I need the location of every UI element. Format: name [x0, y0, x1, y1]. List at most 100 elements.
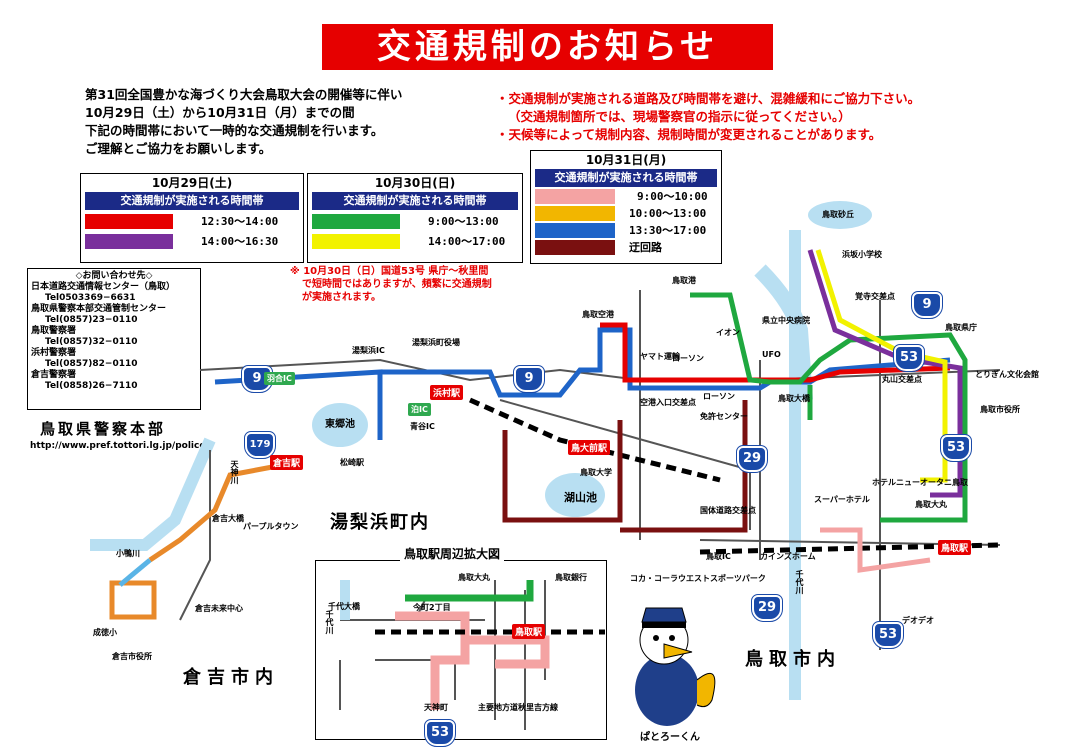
place-label: 成徳小	[93, 628, 117, 637]
place-label: 鳥取銀行	[555, 573, 587, 582]
river-label: 千代川	[795, 570, 804, 594]
place-label: 覚寺交差点	[855, 292, 895, 301]
route-pink	[820, 527, 931, 573]
legend-swatch	[535, 205, 615, 221]
contact-box: ◇お問い合わせ先◇ 日本道路交通情報センター（鳥取） Tel0503369−66…	[27, 268, 201, 410]
river	[90, 437, 216, 551]
legend-date: 10月31日(月)	[585, 153, 667, 167]
place-label: ローソン	[703, 392, 735, 401]
legend-swatch	[312, 213, 400, 229]
legend-swatch	[312, 233, 400, 249]
legend-time: 9:00〜10:00	[637, 190, 708, 203]
place-label: 倉吉未来中心	[195, 604, 243, 613]
contact-phone: Tel(0857)32−0110	[45, 337, 138, 347]
notice-line: （交通規制箇所では、現場警察官の指示に従ってください。）	[508, 109, 851, 124]
legend-time: 12:30〜14:00	[201, 215, 279, 228]
place-label: 鳥取市役所	[980, 405, 1020, 414]
inset-map	[339, 580, 605, 730]
contact-phone: Tel(0857)23−0110	[45, 315, 138, 325]
lake-togo	[312, 403, 368, 447]
mascot-name: ぱとろーくん	[640, 732, 700, 743]
place-label: 倉吉大橋	[212, 514, 244, 523]
station-label: 鳥大前駅	[568, 440, 611, 455]
dune	[808, 201, 872, 229]
route-shield: 53	[940, 434, 972, 462]
legend-oct29: 10月29日(土) 交通規制が実施される時間帯 12:30〜14:00 14:0…	[80, 173, 304, 263]
place-label: 湖山池	[564, 491, 597, 504]
route-orange	[148, 462, 284, 563]
place-label: 湯梨浜IC	[352, 346, 385, 355]
notice-text: ・交通規制が実施される道路及び時間帯を避け、混雑緩和にご協力下さい。 （交通規制…	[496, 90, 920, 144]
route-shield: 53	[424, 719, 456, 747]
intro-text: 第31回全国豊かな海づくり大会鳥取大会の開催等に伴い 10月29日（土）から10…	[85, 86, 402, 158]
contact-title: ◇お問い合わせ先◇	[75, 271, 153, 281]
route-shield: 53	[872, 621, 904, 649]
warning-line: で短時間ではありますが、頻繁に交通規制	[302, 279, 492, 290]
legend-oct31: 10月31日(月) 交通規制が実施される時間帯 9:00〜10:00 10:00…	[530, 150, 722, 264]
contact-phone: Tel(0857)82−0110	[45, 359, 138, 369]
station-label: 鳥取駅	[938, 540, 972, 555]
mascot-icon	[635, 607, 716, 726]
contact-line: 浜村警察署	[31, 348, 77, 358]
notice-line: ・交通規制が実施される道路及び時間帯を避け、混雑緩和にご協力下さい。	[496, 91, 921, 106]
place-label: 青谷IC	[410, 422, 435, 431]
place-label: ヤマト運輸	[640, 352, 680, 361]
station-label: 鳥取駅	[512, 624, 546, 639]
legend-row: 14:00〜16:30	[85, 232, 299, 250]
place-label: 今町2丁目	[413, 603, 451, 612]
place-label: 空港入口交差点	[640, 398, 696, 407]
legend-swatch	[535, 239, 615, 255]
place-label: 千代大橋	[328, 602, 360, 611]
area-label-yurihama: 湯梨浜町内	[330, 512, 430, 533]
place-label: 浜坂小学校	[842, 250, 882, 259]
legend-row: 10:00〜13:00	[535, 205, 717, 221]
legend-row: 12:30〜14:00	[85, 212, 299, 230]
route-shield: 9	[911, 291, 943, 319]
route-purple	[807, 249, 963, 498]
contact-line: 日本道路交通情報センター（鳥取）	[31, 282, 176, 292]
legend-row: 14:00〜17:00	[312, 232, 518, 250]
place-label: スーパーホテル	[814, 495, 870, 504]
river-label: 天神川	[230, 460, 239, 484]
legend-time: 迂回路	[629, 241, 662, 254]
place-label: 倉吉市役所	[112, 652, 152, 661]
legend-row: 13:30〜17:00	[535, 222, 717, 238]
route-shield: 179	[244, 431, 276, 459]
legend-header: 交通規制が実施される時間帯	[85, 192, 299, 210]
place-label: 東郷池	[325, 419, 355, 430]
legend-swatch	[535, 222, 615, 238]
place-label: 天神町	[424, 703, 448, 712]
police-url[interactable]: http://www.pref.tottori.lg.jp/police/	[30, 441, 209, 451]
inset-map-title: 鳥取駅周辺拡大図	[400, 545, 505, 562]
notice-line: ・天候等によって規制内容、規制時間が変更されることがあります。	[496, 127, 882, 142]
route-orange-loop	[109, 580, 157, 620]
place-label: とりぎん文化会館	[975, 370, 1039, 379]
place-label: 国体道路交差点	[700, 506, 756, 515]
place-label: パープルタウン	[243, 522, 299, 531]
place-label: 県立中央病院	[762, 316, 810, 325]
place-label: コカ・コーラウエストスポーツパーク	[630, 574, 766, 583]
place-label: カインズホーム	[760, 552, 816, 561]
place-label: 丸山交差点	[882, 375, 922, 384]
contact-line: 倉吉警察署	[31, 370, 77, 380]
place-label: 鳥取IC	[706, 552, 731, 561]
legend-row: 9:00〜13:00	[312, 212, 518, 230]
contact-phone: Tel(0858)26−7110	[45, 381, 138, 391]
railway	[468, 397, 721, 483]
legend-header: 交通規制が実施される時間帯	[312, 192, 518, 210]
route-green	[690, 292, 968, 523]
warning-line: が実施されます。	[302, 292, 381, 303]
railway	[699, 542, 1001, 555]
area-label-tottori: 鳥取市内	[745, 649, 841, 670]
place-label: 鳥取港	[672, 276, 696, 285]
legend-swatch	[85, 233, 173, 249]
route-shield: 9	[513, 365, 545, 393]
route-shield: 29	[751, 594, 783, 622]
route-shield: 53	[893, 344, 925, 372]
contact-line: 鳥取県警察本部交通管制センター	[31, 304, 167, 314]
legend-time: 9:00〜13:00	[428, 215, 499, 228]
contact-phone: Tel0503369−6631	[45, 293, 136, 303]
place-label: 小鴨川	[116, 549, 140, 558]
route-cyan	[118, 558, 152, 587]
legend-oct30: 10月30日(日) 交通規制が実施される時間帯 9:00〜13:00 14:00…	[307, 173, 523, 263]
